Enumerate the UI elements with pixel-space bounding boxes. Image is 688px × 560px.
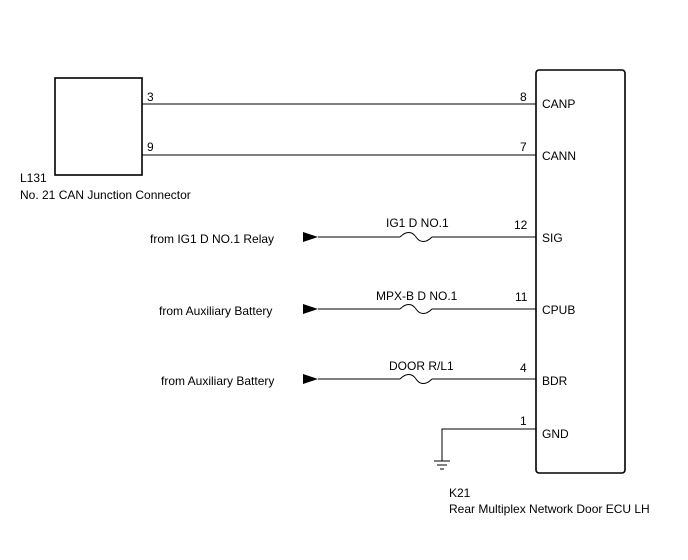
ecu-terminal-cpub: CPUB [542, 303, 575, 317]
sig-fuse-icon [399, 232, 433, 242]
cpub-source-label: from Auxiliary Battery [159, 304, 272, 318]
ecu-pin-cann: 7 [520, 140, 527, 154]
cpub-arrow-icon [303, 304, 318, 314]
ecu-pin-cpub: 11 [515, 290, 528, 304]
ecu-terminal-gnd: GND [542, 427, 569, 441]
ground-icon [434, 460, 450, 470]
gnd-wire [441, 428, 536, 461]
cpub-fuse-label: MPX-B D NO.1 [376, 289, 458, 303]
bdr-arrow-icon [303, 374, 318, 384]
connector-name: No. 21 CAN Junction Connector [20, 188, 191, 202]
ecu-pin-bdr: 4 [520, 361, 527, 375]
sig-fuse-label: IG1 D NO.1 [386, 216, 449, 230]
junction-connector-box [54, 77, 143, 176]
bdr-fuse-icon [399, 374, 433, 384]
ecu-pin-gnd: 1 [520, 414, 527, 428]
connector-id: L131 [20, 171, 47, 185]
ecu-terminal-sig: SIG [542, 231, 563, 245]
bdr-source-label: from Auxiliary Battery [161, 374, 274, 388]
ecu-terminal-bdr: BDR [542, 374, 568, 388]
ecu-name: Rear Multiplex Network Door ECU LH [449, 502, 650, 516]
cpub-fuse-icon [399, 304, 433, 314]
connector-pin-cann: 9 [147, 140, 154, 154]
ecu-box [535, 69, 626, 474]
ecu-terminal-cann: CANN [542, 149, 576, 163]
ecu-id: K21 [449, 486, 471, 500]
ecu-pin-sig: 12 [514, 218, 528, 232]
ecu-terminal-canp: CANP [542, 97, 575, 111]
ecu-pin-canp: 8 [520, 90, 527, 104]
sig-arrow-icon [303, 232, 318, 242]
sig-source-label: from IG1 D NO.1 Relay [150, 232, 274, 246]
bdr-fuse-label: DOOR R/L1 [389, 359, 454, 373]
connector-pin-canp: 3 [147, 90, 154, 104]
